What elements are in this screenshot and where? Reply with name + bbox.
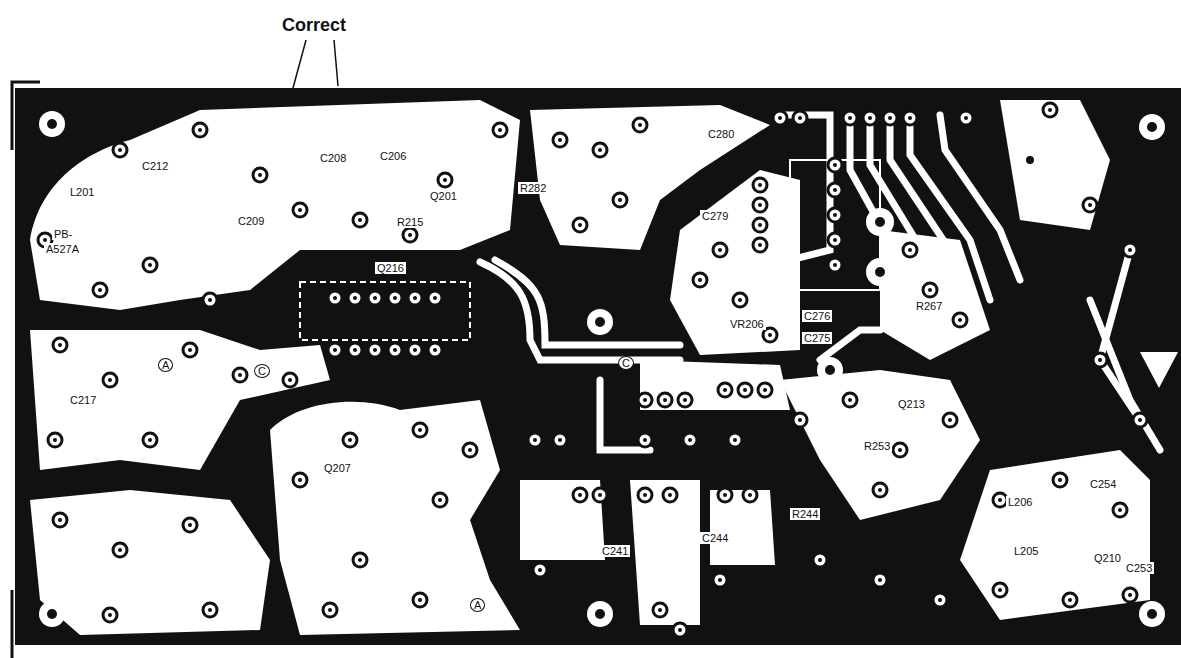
part-label: R282 xyxy=(518,182,548,194)
part-label: A527A xyxy=(44,243,81,255)
part-label: C209 xyxy=(236,215,266,227)
part-label: R244 xyxy=(790,508,820,520)
part-label: C212 xyxy=(140,160,170,172)
part-label: PB- xyxy=(52,228,74,240)
part-label: R267 xyxy=(914,300,944,312)
part-label: Q213 xyxy=(896,398,927,410)
part-label: C208 xyxy=(318,152,348,164)
part-label: A xyxy=(158,358,173,372)
part-label: C206 xyxy=(378,150,408,162)
part-label: C279 xyxy=(700,210,730,222)
part-label: C276 xyxy=(802,310,832,322)
part-label: C xyxy=(254,364,270,378)
part-label: C xyxy=(618,356,634,370)
part-label: A xyxy=(470,598,485,612)
part-label: Q216 xyxy=(375,262,406,274)
board-side-note: Correct xyxy=(282,14,346,36)
part-label: L201 xyxy=(68,186,96,198)
part-label: L205 xyxy=(1012,545,1040,557)
part-label: C253 xyxy=(1124,562,1154,574)
part-label: L206 xyxy=(1006,496,1034,508)
part-label: C244 xyxy=(700,532,730,544)
part-label: Q201 xyxy=(428,190,459,202)
part-label: C254 xyxy=(1088,478,1118,490)
part-label: C275 xyxy=(802,332,832,344)
part-label: C217 xyxy=(68,394,98,406)
part-label: R215 xyxy=(395,216,425,228)
part-label: Q210 xyxy=(1092,552,1123,564)
part-label: C241 xyxy=(600,545,630,557)
part-label: R253 xyxy=(862,440,892,452)
part-label: C280 xyxy=(706,128,736,140)
part-label: VR206 xyxy=(728,318,766,330)
part-label: Q207 xyxy=(322,462,353,474)
